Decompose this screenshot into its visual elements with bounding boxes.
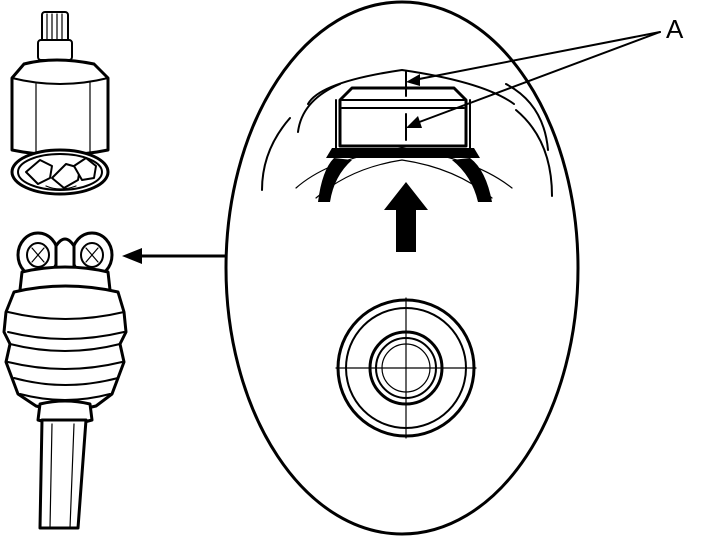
splined-stub-shaft [37, 11, 73, 61]
housing-rim [261, 69, 553, 199]
housing-body [10, 58, 110, 196]
roller-seat [318, 158, 492, 202]
joint-housing [10, 11, 110, 196]
right-roller [70, 231, 114, 279]
detail-view [224, 0, 580, 536]
cv-boot [2, 284, 128, 426]
callout-label-a: A [666, 14, 684, 44]
axle-shaft [38, 418, 88, 530]
center-hub [335, 297, 477, 439]
detail-pointer-arrow [122, 248, 228, 264]
callout-a-leaders [406, 31, 661, 128]
push-direction-arrow [384, 182, 428, 252]
alignment-roller [326, 71, 480, 158]
